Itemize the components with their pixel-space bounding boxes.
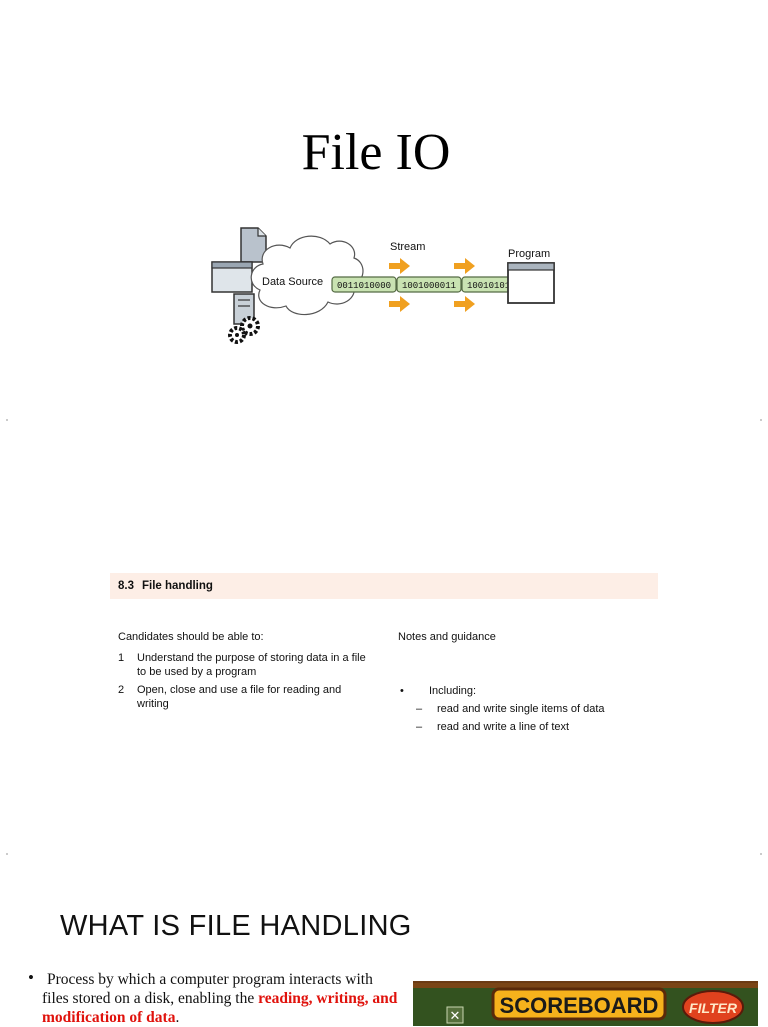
bits-1: 0011010000 <box>337 281 391 291</box>
svg-text:✕: ✕ <box>450 1009 461 1024</box>
data-source-label: Data Source <box>262 276 323 288</box>
item-number: 2 <box>118 684 125 696</box>
guidance-column: Notes and guidance • Including: – read a… <box>398 631 658 734</box>
bit-stream: 0011010000 1001000011 1001010101 <box>331 276 527 293</box>
section-title-what-is-file-handling: WHAT IS FILE HANDLING <box>60 910 412 942</box>
gear-icon <box>228 316 260 344</box>
section-header: 8.3 File handling <box>110 573 658 599</box>
document-icon <box>240 227 267 263</box>
guidance-header: Notes and guidance <box>398 631 496 643</box>
program-label: Program <box>508 248 550 260</box>
section-number: 8.3 <box>118 580 134 592</box>
bits-3: 1001010101 <box>467 281 521 291</box>
slide-divider <box>6 853 8 855</box>
slide-divider <box>6 419 8 421</box>
slide-divider <box>760 419 762 421</box>
slide-divider <box>760 853 762 855</box>
scoreboard-image: ✕ SCOREBOARD FILTER <box>413 981 758 1026</box>
close-icon: ✕ <box>446 1006 464 1024</box>
objectives-header: Candidates should be able to: <box>118 631 264 643</box>
guidance-bullet: • Including: <box>400 685 477 697</box>
section-title: File handling <box>142 580 213 592</box>
arrow-icon <box>389 258 475 312</box>
bullet-text: Process by which a computer program inte… <box>42 971 373 1007</box>
item-text: Understand the purpose of storing data i… <box>137 652 366 678</box>
guidance-dash-item: – read and write single items of data <box>416 703 605 715</box>
program-window-icon <box>507 262 555 304</box>
bullet-icon: • <box>28 968 34 987</box>
scoreboard-label: SCOREBOARD <box>500 993 659 1018</box>
list-item: 1 Understand the purpose of storing data… <box>118 651 388 679</box>
window-icon <box>211 261 253 293</box>
item-number: 1 <box>118 652 125 664</box>
list-item: 2 Open, close and use a file for reading… <box>118 683 388 711</box>
bullet-paragraph: • Process by which a computer program in… <box>28 968 398 1026</box>
syllabus-table: 8.3 File handling Candidates should be a… <box>110 573 658 733</box>
highlighted-text: reading, writing, and modification of da… <box>42 990 398 1026</box>
slide-file-io: File IO Data Source Stream <box>0 0 768 405</box>
slide-title: File IO <box>301 124 451 181</box>
objectives-column: Candidates should be able to: 1 Understa… <box>118 631 388 711</box>
stream-label: Stream <box>390 241 425 253</box>
guidance-dash-item: – read and write a line of text <box>416 721 570 733</box>
filter-label: FILTER <box>689 1000 738 1016</box>
item-text: Open, close and use a file for reading a… <box>137 684 342 710</box>
stream-diagram: Data Source Stream Program 0011010000 10… <box>211 227 555 344</box>
bits-2: 1001000011 <box>402 281 456 291</box>
